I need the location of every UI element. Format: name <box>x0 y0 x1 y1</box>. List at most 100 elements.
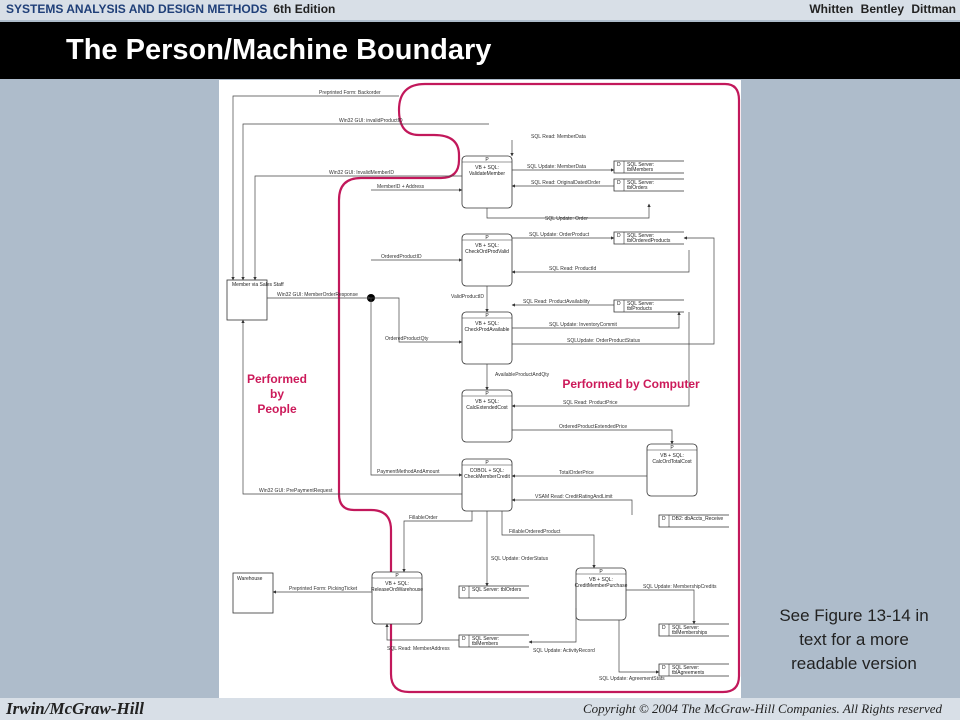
datastore-s2: D SQL Server:tblOrders <box>613 178 684 192</box>
authors-label: Whitten Bentley Dittman <box>809 2 956 16</box>
data-flow: Win32 GUI: InvalidMemberID <box>253 170 462 281</box>
process-marker: P <box>485 235 489 241</box>
process-p4: PVB + SQL:CalcExtendedCost <box>461 389 513 443</box>
data-flow-label: SQL Read: ProductPrice <box>563 400 618 406</box>
data-flow-label: FillableOrder <box>409 515 438 521</box>
datastore-name: SQL Server: <box>627 233 654 239</box>
data-flow-label: ValidProductID <box>451 294 484 300</box>
data-flow-label: SQL Update: ActivityRecord <box>533 648 595 654</box>
data-flow: SQL Update: AgreementStats <box>599 620 665 682</box>
data-flow-label: Win32 GUI: InvalidMemberID <box>329 170 394 176</box>
datastore-name: tblOrders <box>627 185 648 191</box>
data-flow-label: Preprinted Form: Backorder <box>319 90 381 96</box>
process-marker: P <box>670 445 674 451</box>
title-bar <box>0 22 960 79</box>
datastore-marker: D <box>617 233 621 239</box>
datastore-name: tblMemberships <box>672 630 708 636</box>
data-flow-label: Win32 GUI: invalidProductID <box>339 118 403 124</box>
process-p8: PVB + SQL:CreditMemberPurchase <box>575 567 628 621</box>
dfd-diagram: Member via Sales Staff Warehouse PVB + S… <box>226 82 741 694</box>
process-name: VB + SQL: <box>385 581 409 587</box>
header-bar <box>0 0 960 20</box>
data-flow: AvailableProductAndQty <box>485 364 550 391</box>
footer-bar <box>0 698 960 720</box>
datastore-marker: D <box>662 665 666 671</box>
process-marker: P <box>485 157 489 163</box>
data-flow-label: SQL Read: ProductId <box>549 266 597 272</box>
data-flow-label: VSAM Read: CreditRatingAndLimit <box>535 494 613 500</box>
data-flow-label: Win32 GUI: MemberOrderResponse <box>277 292 358 298</box>
datastore-marker: D <box>462 636 466 642</box>
external-member: Member via Sales Staff <box>226 279 284 321</box>
datastore-marker: D <box>662 625 666 631</box>
data-flow-label: SQLUpdate: OrderProductStatus <box>567 338 641 344</box>
slide-title: The Person/Machine Boundary <box>66 34 492 66</box>
data-flow-label: AvailableProductAndQty <box>495 372 550 378</box>
data-flow-label: SQL Read: ProductAvailability <box>523 299 590 305</box>
process-name: ValidateMember <box>469 171 505 177</box>
process-p5: PVB + SQL:CalcOrdTotalCost <box>646 443 698 497</box>
data-flow: SQL Read: ProductId <box>511 250 690 274</box>
process-p1: P VB + SQL:ValidateMember <box>461 155 513 209</box>
datastore-name: tblMembers <box>627 167 654 173</box>
data-flow: SQL Read: ProductPrice <box>511 312 690 408</box>
datastore-marker: D <box>462 587 466 593</box>
datastore-name: tblProducts <box>627 306 653 312</box>
datastore-marker: D <box>617 180 621 186</box>
data-flow: SQL Read: OriginalDatedOrder <box>511 180 614 188</box>
data-flow-label: SQL Update: AgreementStats <box>599 676 665 682</box>
warehouse-entity-label: Warehouse <box>237 576 263 582</box>
edition-label: 6th Edition <box>273 2 336 16</box>
people-label-line2: by <box>270 387 284 401</box>
datastore-s5: D DB2: dbAccts_Receive <box>658 514 729 528</box>
process-marker: P <box>485 313 489 319</box>
process-name: VB + SQL: <box>475 399 499 405</box>
copyright-label: Copyright © 2004 The McGraw-Hill Compani… <box>582 701 942 716</box>
data-flow: FillableOrder <box>402 511 473 573</box>
datastore-marker: D <box>662 516 666 522</box>
data-flow-label: SQL Update: MemberData <box>527 164 586 170</box>
data-flow: SQLUpdate: OrderProductStatus <box>512 236 715 345</box>
process-name: VB + SQL: <box>475 321 499 327</box>
data-flow-label: OrderedProductID <box>381 254 422 260</box>
data-flow-label: Win32 GUI: PrePaymentRequest <box>259 488 333 494</box>
datastore-marker: D <box>617 162 621 168</box>
data-flow-label: SQL Update: OrderStatus <box>491 556 549 562</box>
process-p3: P VB + SQL:CheckProdAvailable <box>461 311 513 365</box>
datastore-name: SQL Server: <box>472 636 499 642</box>
data-flow-label: SQL Update: InventoryCommit <box>549 322 618 328</box>
process-name: CheckProdAvailable <box>465 327 510 333</box>
datastore-name: SQL Server: <box>627 301 654 307</box>
datastore-name: SQL Server: <box>627 180 654 186</box>
process-p7: PVB + SQL:ReleaseOrdWarehouse <box>371 571 423 625</box>
data-flow-label: SQL Update: OrderProduct <box>529 232 590 238</box>
process-name: CalcOrdTotalCost <box>652 459 692 465</box>
process-name: CheckMemberCredit <box>464 474 510 480</box>
datastore-name: SQL Server: <box>627 162 654 168</box>
process-name: COBOL + SQL: <box>470 468 504 474</box>
datastore-name: SQL Server: tblOrders <box>472 587 522 593</box>
process-name: ReleaseOrdWarehouse <box>371 587 423 593</box>
data-flow: SQL Read: MemberData <box>510 134 586 157</box>
data-flow: SQL Update: OrderStatus <box>485 511 549 587</box>
data-flow-label: SQL Read: OriginalDatedOrder <box>531 180 601 186</box>
process-p2: PVB + SQL:CheckOrdProdValid <box>461 233 513 287</box>
data-flow: MemberID + Address <box>371 184 463 192</box>
data-flow: Win32 GUI: MemberOrderResponse <box>267 292 372 300</box>
datastore-name: SQL Server: <box>672 625 699 631</box>
external-warehouse: Warehouse <box>232 572 274 614</box>
data-flow-label: Preprinted Form: PickingTicket <box>289 586 358 592</box>
process-name: VB + SQL: <box>589 577 613 583</box>
data-flow: ValidProductID <box>451 286 489 313</box>
process-name: VB + SQL: <box>475 165 499 171</box>
data-flow: Win32 GUI: PrePaymentRequest <box>241 319 462 495</box>
datastore-name: DB2: dbAccts_Receive <box>672 516 723 522</box>
data-flow: OrderedProductID <box>371 254 463 262</box>
process-marker: P <box>485 460 489 466</box>
